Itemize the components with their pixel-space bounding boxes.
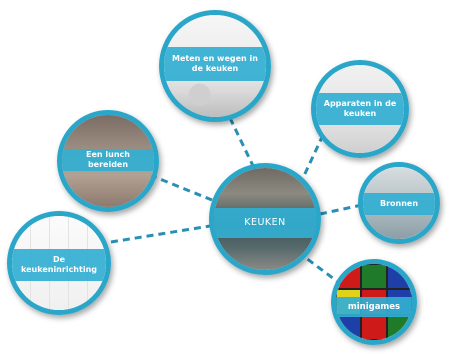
tile [386,314,412,340]
node-meten-label-line2: de keuken [191,64,239,73]
node-keukeninrichting[interactable]: De keukeninrichting [7,211,111,315]
node-minigames[interactable]: minigames [331,259,417,345]
connector-lunch [149,173,213,202]
tile [336,314,362,340]
node-inrichting-label-line2: keukeninrichting [20,265,97,274]
tile [336,264,362,290]
node-apparaten-label: Apparaten in de keuken [316,93,404,125]
connector-meten [228,117,257,171]
node-inrichting-label-line1: De [52,255,66,264]
tile [361,314,387,340]
node-lunch-label: Een lunch bereiden [62,149,154,171]
node-keuken[interactable]: KEUKEN [209,163,321,275]
tile [361,264,387,290]
node-meten-label-line1: Meten en wegen in [172,54,258,63]
node-minigames-label: minigames [336,297,412,317]
node-inrichting-label: De keukeninrichting [12,249,106,281]
node-keuken-label: KEUKEN [214,208,316,238]
node-meten-label: Meten en wegen in de keuken [164,47,266,81]
node-apparaten-label-line2: keuken [343,109,377,118]
connector-inrichting [110,224,211,244]
node-meten-en-wegen[interactable]: Meten en wegen in de keuken [159,10,271,122]
node-apparaten[interactable]: Apparaten in de keuken [311,60,409,158]
connector-bronnen [319,203,363,216]
node-apparaten-label-line1: Apparaten in de [323,99,397,108]
tile [386,264,412,290]
node-bronnen-label: Bronnen [363,193,435,215]
node-lunch-bereiden[interactable]: Een lunch bereiden [57,110,159,212]
node-bronnen[interactable]: Bronnen [358,162,440,244]
